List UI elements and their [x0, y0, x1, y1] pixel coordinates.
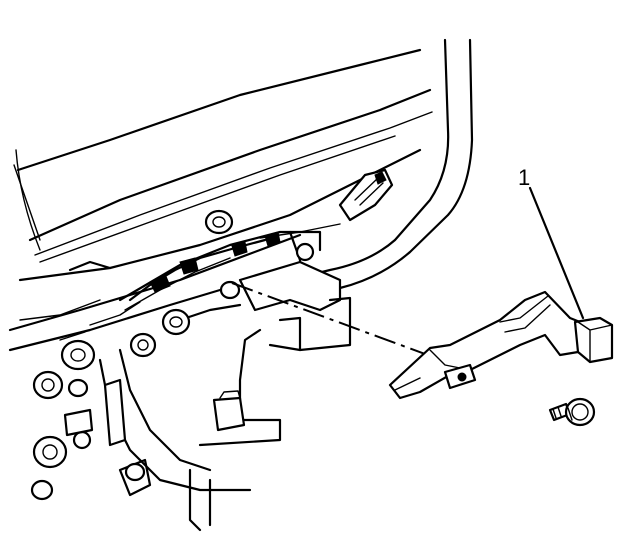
left-brackets: [63, 378, 246, 447]
callout-1-label: 1: [518, 165, 530, 190]
panel-hole: [204, 209, 234, 235]
harness: [59, 223, 341, 341]
bracket-part: [388, 290, 614, 400]
bolt: [548, 397, 596, 427]
frame-fasteners: [30, 242, 315, 501]
upper-hinge: [338, 168, 394, 222]
callout-1: 1: [518, 165, 585, 320]
frame-structure: [8, 230, 352, 532]
body-panel: [13, 38, 474, 307]
alignment-centerline: [231, 282, 456, 366]
